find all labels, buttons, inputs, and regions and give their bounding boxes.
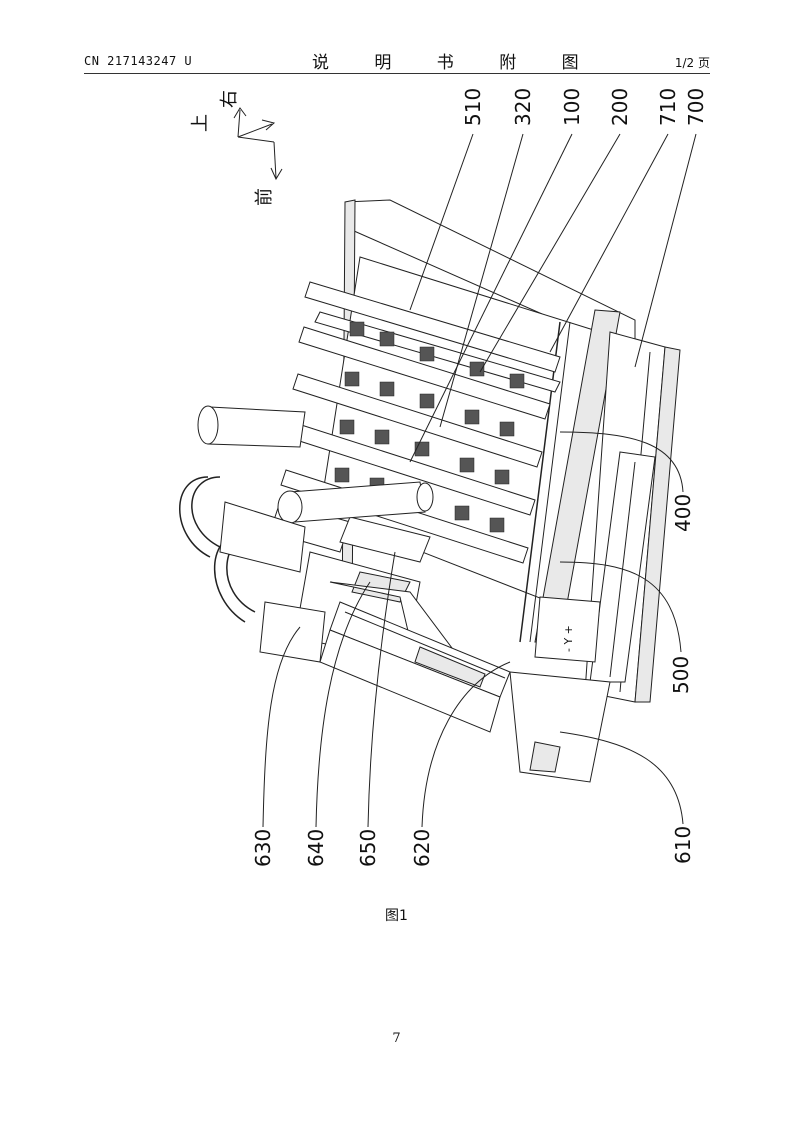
label-650: 650 bbox=[356, 829, 380, 867]
page-count: 1/2 页 bbox=[674, 56, 710, 70]
label-100: 100 bbox=[560, 88, 584, 126]
label-610: 610 bbox=[671, 826, 695, 864]
label-right: 右 bbox=[219, 90, 240, 108]
right-labels: 400 500 610 bbox=[559, 431, 695, 864]
label-front: 前 bbox=[254, 188, 275, 206]
page-number: 7 bbox=[392, 1031, 401, 1046]
label-400: 400 bbox=[671, 494, 695, 532]
top-labels: 510 320 100 200 710 700 bbox=[409, 88, 708, 463]
bottom-labels: 630 640 650 620 bbox=[251, 551, 511, 867]
figure-caption: 图1 bbox=[385, 908, 408, 924]
header-divider bbox=[84, 73, 710, 74]
direction-indicator: 上 右 前 bbox=[190, 90, 283, 206]
label-630: 630 bbox=[251, 829, 275, 867]
sign-box: - Y + bbox=[534, 596, 601, 663]
label-620: 620 bbox=[410, 829, 434, 867]
label-510: 510 bbox=[461, 88, 485, 126]
page-header: CN 217143247 U 说 明 书 附 图 1/2 页 bbox=[84, 48, 710, 73]
label-320: 320 bbox=[511, 88, 535, 126]
label-700: 700 bbox=[684, 88, 708, 126]
patent-figure-1: 上 右 前 bbox=[179, 88, 708, 867]
sign-text: - Y + bbox=[562, 625, 575, 652]
base-rail bbox=[319, 601, 511, 733]
label-up: 上 bbox=[190, 114, 211, 132]
publication-number: CN 217143247 U bbox=[84, 54, 193, 68]
label-200: 200 bbox=[608, 88, 632, 126]
label-710: 710 bbox=[656, 88, 680, 126]
document-section-title: 说 明 书 附 图 bbox=[312, 53, 599, 73]
label-500: 500 bbox=[669, 656, 693, 694]
label-640: 640 bbox=[304, 829, 328, 867]
